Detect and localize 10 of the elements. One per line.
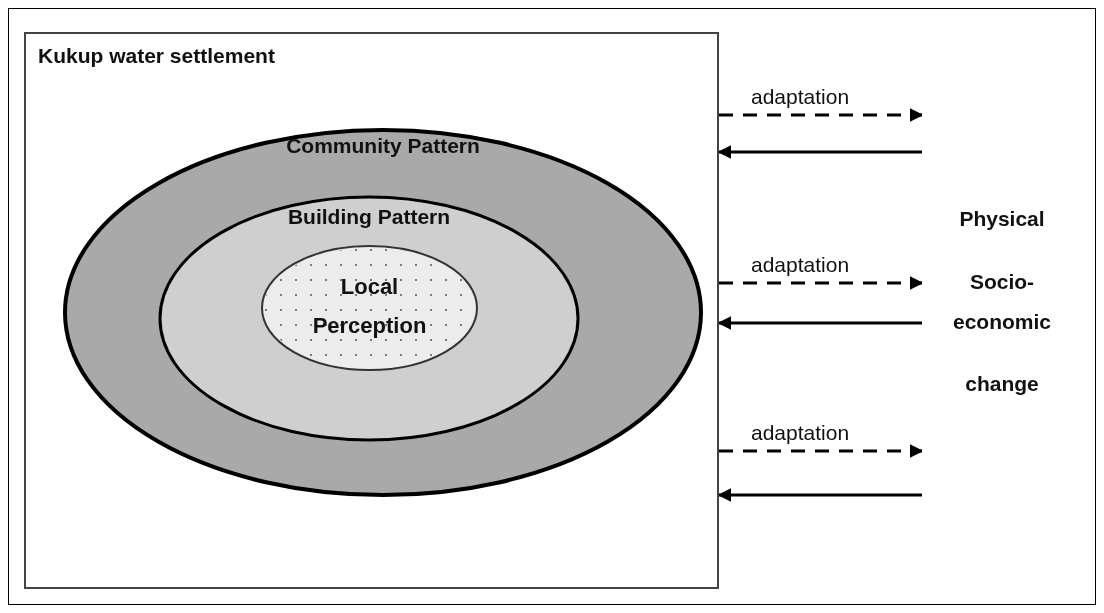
core-label: Local Perception (311, 273, 428, 340)
driver-label: change (965, 371, 1039, 397)
title: Kukup water settlement (38, 43, 275, 69)
dashed-arrow (719, 444, 924, 458)
layer-label: Community Pattern (286, 133, 480, 159)
driver-label: Physical (959, 206, 1045, 232)
layer-label: Building Pattern (287, 204, 451, 230)
dashed-arrow (719, 108, 924, 122)
dashed-arrow (719, 276, 924, 290)
driver-label: Socio- economic (952, 269, 1052, 335)
